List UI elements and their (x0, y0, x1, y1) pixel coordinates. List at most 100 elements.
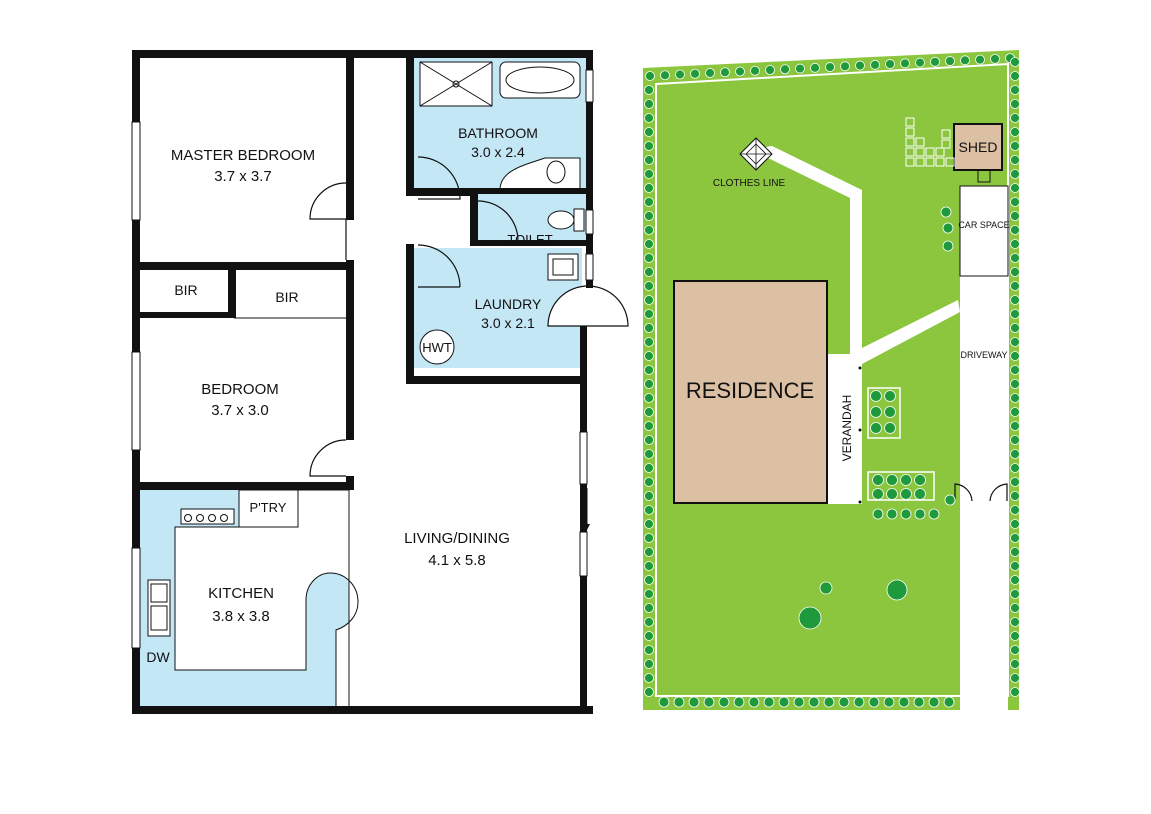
clothes-line-label: CLOTHES LINE (713, 178, 786, 189)
window (585, 69, 594, 103)
tree-icon (823, 696, 835, 708)
tree-icon (942, 222, 954, 234)
veg-bed (915, 147, 925, 157)
tree-icon (798, 606, 822, 630)
tree-icon (960, 55, 970, 66)
tree-icon (720, 67, 730, 78)
tree-icon (886, 579, 908, 601)
veg-bed (925, 147, 935, 157)
tree-icon (733, 696, 745, 708)
tree-icon (943, 696, 955, 708)
tree-icon (644, 477, 654, 487)
veg-bed (941, 139, 951, 149)
kitchen-island (174, 489, 359, 709)
tree-icon (914, 488, 926, 500)
tree-icon (750, 65, 760, 76)
tree-icon (1010, 351, 1020, 361)
tree-icon (1010, 393, 1020, 403)
tree-icon (884, 406, 896, 418)
burner-icon (196, 514, 204, 522)
tree-icon (900, 508, 912, 520)
tree-icon (808, 696, 820, 708)
tree-icon (886, 474, 898, 486)
verandah-label: VERANDAH (840, 395, 854, 462)
planter-bed (867, 471, 935, 501)
tree-icon (898, 696, 910, 708)
veg-bed (905, 147, 915, 157)
tree-icon (1010, 547, 1020, 557)
burner-icon (184, 514, 192, 522)
tree-icon (644, 239, 654, 249)
tree-icon (645, 71, 655, 81)
gate (954, 483, 1008, 502)
tree-icon (1010, 631, 1020, 641)
room-size-living-dining: 4.1 x 5.8 (428, 552, 486, 569)
tree-icon (793, 696, 805, 708)
tree-icon (900, 58, 910, 69)
tree-icon (778, 696, 790, 708)
window (585, 209, 594, 235)
veg-bed (935, 157, 945, 167)
tree-icon (1010, 169, 1020, 179)
tree-icon (644, 687, 654, 697)
post-icon (858, 366, 862, 370)
tree-icon (1010, 617, 1020, 627)
tree-icon (940, 206, 952, 218)
tree-icon (1010, 57, 1020, 67)
window (579, 531, 588, 577)
tree-icon (748, 696, 760, 708)
tree-icon (872, 488, 884, 500)
room-name-living-dining: LIVING/DINING (404, 530, 510, 547)
tree-icon (1010, 659, 1020, 669)
tree-icon (853, 696, 865, 708)
tree-icon (928, 508, 940, 520)
tree-icon (1010, 533, 1020, 543)
tree-icon (1010, 197, 1020, 207)
tree-icon (855, 60, 865, 71)
clothes-line-path (760, 146, 862, 354)
room-size-bathroom: 3.0 x 2.4 (471, 144, 525, 160)
shed (953, 123, 1003, 171)
veg-bed (935, 147, 945, 157)
car-space (959, 185, 1009, 277)
tree-icon (1010, 365, 1020, 375)
tree-icon (886, 488, 898, 500)
tree-icon (1010, 155, 1020, 165)
tree-icon (1010, 225, 1020, 235)
laundry-door (417, 244, 461, 288)
tree-icon (644, 85, 654, 95)
tree-icon (644, 309, 654, 319)
tree-icon (1010, 85, 1020, 95)
room-name-bathroom: BATHROOM (458, 125, 538, 141)
veg-bed (941, 129, 951, 139)
window (131, 121, 141, 221)
tree-icon (1010, 379, 1020, 389)
tree-icon (644, 211, 654, 221)
burner-icon (208, 514, 216, 522)
tree-icon (644, 449, 654, 459)
window (579, 431, 588, 485)
tree-icon (1010, 267, 1020, 277)
tree-icon (825, 62, 835, 72)
veg-bed (915, 157, 925, 167)
tree-icon (928, 696, 940, 708)
tree-icon (1010, 407, 1020, 417)
laundry-tub-bowl (552, 258, 574, 276)
bir-label: BIR (275, 289, 298, 305)
tree-icon (644, 337, 654, 347)
tree-icon (1010, 421, 1020, 431)
tree-icon (1010, 449, 1020, 459)
window (585, 253, 594, 281)
bedroom-door (309, 439, 347, 477)
room-size-master-bedroom: 3.7 x 3.7 (214, 168, 272, 185)
trees (644, 53, 1020, 708)
basin-icon (546, 160, 566, 184)
tree-icon (644, 491, 654, 501)
tree-icon (1010, 645, 1020, 655)
veg-bed (915, 137, 925, 147)
tree-icon (1010, 127, 1020, 137)
tree-icon (930, 56, 940, 67)
pantry-box (238, 489, 299, 528)
room-name-laundry: LAUNDRY (475, 296, 542, 312)
